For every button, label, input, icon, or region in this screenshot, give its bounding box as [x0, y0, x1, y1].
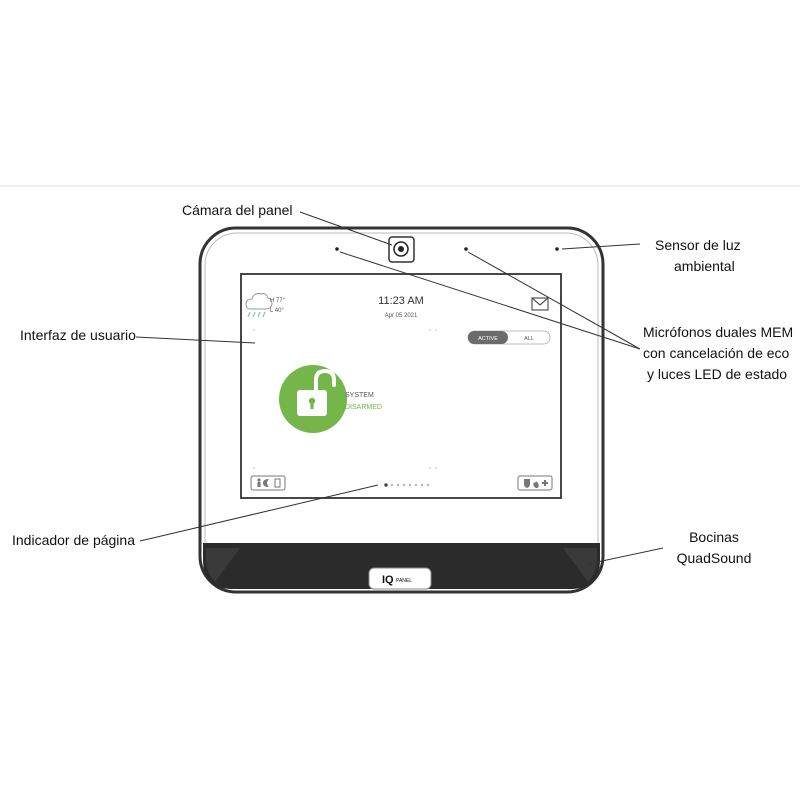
- leader-speakers: [587, 547, 664, 565]
- label-camera: Cámara del panel: [182, 202, 293, 218]
- status-disarmed-label: DISARMED: [345, 404, 382, 411]
- leader-light-sensor: [561, 243, 641, 250]
- label-light-sensor-line2: ambiental: [674, 258, 735, 274]
- filter-active-label: ACTIVE: [478, 336, 498, 342]
- label-speakers-line2: QuadSound: [676, 550, 752, 566]
- brand-logo-badge: [368, 567, 432, 590]
- label-user-interface: Interfaz de usuario: [20, 327, 136, 343]
- page-dot[interactable]: [396, 483, 400, 487]
- weather-high: H 77°: [270, 298, 286, 304]
- envelope-icon[interactable]: [531, 297, 549, 311]
- quick-actions-right[interactable]: [517, 475, 553, 491]
- page-dot[interactable]: [384, 483, 388, 487]
- medical-cross-icon: [542, 480, 548, 486]
- page-dot[interactable]: [426, 483, 430, 487]
- label-mics-line3: y luces LED de estado: [647, 366, 788, 382]
- page-dot[interactable]: [390, 483, 394, 487]
- disarm-status-button[interactable]: [279, 365, 347, 433]
- label-mics: Micrófonos duales MEM con cancelación de…: [643, 322, 793, 385]
- leader-page-indicator: [139, 484, 379, 542]
- label-speakers: Bocinas QuadSound: [664, 527, 764, 569]
- leader-mic-right: [467, 251, 641, 350]
- filter-all-label[interactable]: ALL: [524, 336, 534, 342]
- camera-lens-icon: [393, 241, 409, 257]
- filter-active-button[interactable]: [468, 331, 508, 344]
- brand-logo-text: IQ: [382, 574, 394, 586]
- leader-mic-left: [339, 251, 641, 350]
- label-mics-line1: Micrófonos duales MEM: [643, 324, 794, 340]
- mic-dot-left: [335, 247, 339, 251]
- cloud-rain-icon: [245, 293, 273, 318]
- speaker-highlight-left: [206, 548, 240, 582]
- speaker-grille: [203, 543, 600, 589]
- leader-camera: [299, 211, 393, 246]
- brand-logo-sub: PANEL: [396, 578, 412, 584]
- label-light-sensor: Sensor de luz ambiental: [655, 235, 741, 277]
- page-dot[interactable]: [402, 483, 406, 487]
- page-dot[interactable]: [408, 483, 412, 487]
- speaker-highlight-right: [563, 548, 597, 582]
- label-page-indicator: Indicador de página: [12, 532, 135, 548]
- flame-icon: [533, 481, 539, 488]
- door-icon: [274, 478, 281, 488]
- person-icon: [257, 478, 261, 487]
- page-dot[interactable]: [414, 483, 418, 487]
- clock-time: 11:23 AM: [378, 295, 424, 307]
- leader-user-interface: [135, 336, 256, 344]
- screen-faint-dots: [253, 329, 437, 469]
- leader-lines: [135, 211, 664, 565]
- shield-icon: [524, 479, 530, 488]
- weather-low: L 40°: [270, 308, 284, 314]
- padlock-open-icon: [297, 368, 336, 416]
- label-speakers-line1: Bocinas: [689, 529, 739, 545]
- filter-toggle[interactable]: ACTIVE ALL: [467, 330, 551, 345]
- status-system-label: SYSTEM: [345, 392, 374, 399]
- quick-actions-left[interactable]: [250, 475, 286, 491]
- mic-dot-right: [464, 247, 468, 251]
- label-mics-line2: con cancelación de eco: [643, 345, 790, 361]
- light-sensor-dot: [555, 247, 559, 251]
- page-dot[interactable]: [420, 483, 424, 487]
- moon-icon: [263, 479, 269, 487]
- label-light-sensor-line1: Sensor de luz: [655, 237, 741, 253]
- page-indicator-dots[interactable]: [384, 483, 430, 487]
- clock-date: Apr 05 2021: [385, 313, 418, 319]
